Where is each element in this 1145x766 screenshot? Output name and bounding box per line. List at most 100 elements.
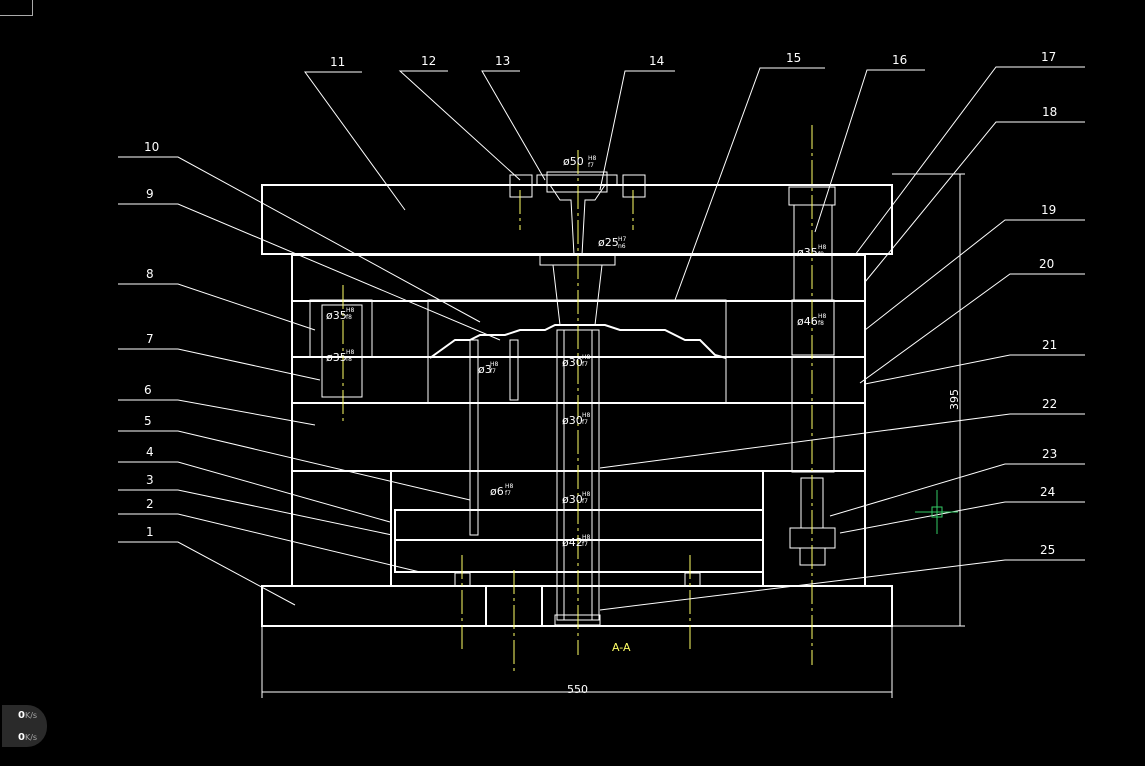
fit-d25: ø25 bbox=[598, 236, 619, 249]
svg-text:H8: H8 bbox=[582, 491, 591, 498]
svg-text:H8: H8 bbox=[346, 307, 355, 314]
part-number-12: 12 bbox=[421, 54, 436, 68]
leader-line-14 bbox=[599, 70, 675, 191]
part-number-1: 1 bbox=[146, 525, 154, 539]
upload-speed-unit: K/s bbox=[24, 711, 38, 720]
upload-speed-value: 0 bbox=[18, 710, 25, 721]
svg-text:f8: f8 bbox=[818, 251, 824, 258]
fit-d35-left: ø35 bbox=[326, 351, 347, 364]
leader-line-12 bbox=[398, 70, 521, 181]
svg-text:H8: H8 bbox=[818, 244, 827, 251]
cavity-plate bbox=[291, 300, 866, 404]
leader-line-7 bbox=[118, 348, 321, 381]
download-speed-unit: K/s bbox=[24, 733, 38, 742]
height-dimension-text: 395 bbox=[948, 389, 961, 410]
svg-text:H8: H8 bbox=[818, 313, 827, 320]
svg-text:f7: f7 bbox=[582, 361, 588, 368]
leader-line-4 bbox=[118, 461, 391, 523]
leader-line-19 bbox=[864, 219, 1085, 331]
svg-text:H7: H7 bbox=[618, 236, 627, 243]
fit-d42: ø42 bbox=[562, 536, 583, 549]
fit-d6: ø6 bbox=[490, 485, 504, 498]
leader-line-21 bbox=[864, 354, 1085, 385]
leader-line-10 bbox=[118, 156, 481, 323]
svg-text:H8: H8 bbox=[582, 354, 591, 361]
width-dimension-text: 550 bbox=[567, 683, 588, 696]
fit-d30-a: ø30 bbox=[562, 356, 583, 369]
guide-pillar-left bbox=[309, 299, 373, 398]
leader-line-11 bbox=[304, 71, 406, 211]
svg-text:H8: H8 bbox=[582, 534, 591, 541]
part-number-18: 18 bbox=[1042, 105, 1057, 119]
leader-line-9 bbox=[118, 203, 501, 341]
top-clamp-plate bbox=[261, 184, 893, 255]
leader-line-6 bbox=[118, 399, 316, 426]
section-label: A-A bbox=[612, 641, 631, 654]
svg-text:f7: f7 bbox=[582, 419, 588, 426]
part-number-16: 16 bbox=[892, 53, 907, 67]
svg-text:H8: H8 bbox=[490, 361, 499, 368]
part-number-22: 22 bbox=[1042, 397, 1057, 411]
svg-text:f8: f8 bbox=[818, 320, 824, 327]
svg-text:H8: H8 bbox=[505, 483, 514, 490]
svg-text:f7: f7 bbox=[505, 490, 511, 497]
leader-line-13 bbox=[481, 70, 546, 181]
dimension-width: 550 bbox=[261, 626, 893, 698]
part-number-4: 4 bbox=[146, 445, 154, 459]
svg-text:f7: f7 bbox=[582, 541, 588, 548]
leader-line-16 bbox=[814, 69, 925, 233]
leader-line-5 bbox=[118, 430, 471, 501]
part-number-9: 9 bbox=[146, 187, 154, 201]
leader-line-18 bbox=[864, 121, 1085, 283]
fit-d46: ø46 bbox=[797, 315, 818, 328]
leader-line-25 bbox=[599, 559, 1085, 611]
fit-d35-right: ø35 bbox=[797, 246, 818, 259]
locating-screws bbox=[509, 174, 646, 198]
svg-text:H8: H8 bbox=[346, 349, 355, 356]
fit-d3: ø3 bbox=[478, 363, 492, 376]
fit-d35-top: ø35 bbox=[326, 309, 347, 322]
leader-line-20 bbox=[859, 273, 1085, 384]
fit-d50: ø50 bbox=[563, 155, 584, 168]
part-number-25: 25 bbox=[1040, 543, 1055, 557]
part-number-10: 10 bbox=[144, 140, 159, 154]
svg-text:H8: H8 bbox=[588, 155, 597, 162]
part-number-5: 5 bbox=[144, 414, 152, 428]
leader-line-3 bbox=[118, 489, 393, 536]
part-number-3: 3 bbox=[146, 473, 154, 487]
part-number-7: 7 bbox=[146, 332, 154, 346]
part-number-17: 17 bbox=[1041, 50, 1056, 64]
leader-line-1 bbox=[118, 541, 296, 606]
svg-text:f8: f8 bbox=[346, 356, 352, 363]
leader-line-2 bbox=[118, 513, 421, 573]
cad-cursor[interactable] bbox=[915, 490, 958, 534]
ejector-pin bbox=[469, 339, 519, 536]
part-number-20: 20 bbox=[1039, 257, 1054, 271]
svg-text:n6: n6 bbox=[618, 243, 626, 250]
dimension-height: 395 bbox=[892, 173, 965, 627]
part-number-13: 13 bbox=[495, 54, 510, 68]
part-number-8: 8 bbox=[146, 267, 154, 281]
part-number-6: 6 bbox=[144, 383, 152, 397]
leader-line-23 bbox=[829, 463, 1085, 517]
leader-line-8 bbox=[118, 283, 316, 331]
leader-line-15 bbox=[674, 67, 825, 301]
fit-annotations: ø50 H8 f7 ø25 H7 n6 ø35 H8 f8 ø46 H8 f8 … bbox=[326, 155, 827, 549]
centerlines bbox=[342, 125, 813, 672]
leader-line-24 bbox=[839, 501, 1085, 534]
part-number-19: 19 bbox=[1041, 203, 1056, 217]
fit-d30-b: ø30 bbox=[562, 414, 583, 427]
part-number-14: 14 bbox=[649, 54, 664, 68]
core-insert bbox=[427, 299, 727, 404]
part-number-11: 11 bbox=[330, 55, 345, 69]
svg-text:H8: H8 bbox=[582, 412, 591, 419]
network-speed-widget[interactable]: 0K/s 0K/s bbox=[2, 705, 47, 747]
svg-text:f7: f7 bbox=[490, 368, 496, 375]
svg-text:f7: f7 bbox=[582, 498, 588, 505]
leader-line-22 bbox=[599, 413, 1085, 469]
svg-text:f8: f8 bbox=[346, 314, 352, 321]
part-number-24: 24 bbox=[1040, 485, 1055, 499]
svg-text:f7: f7 bbox=[588, 162, 594, 169]
